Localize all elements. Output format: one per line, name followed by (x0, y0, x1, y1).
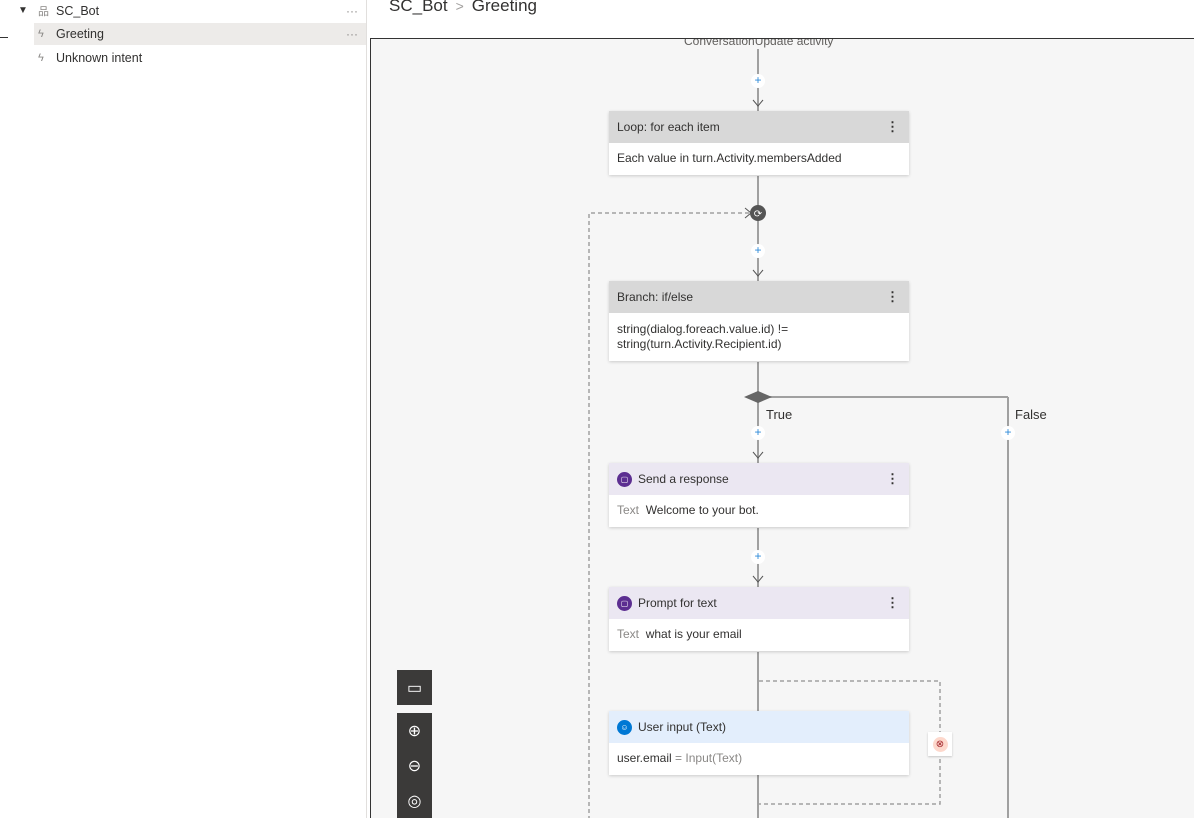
fit-to-screen-button[interactable]: ◎ (397, 783, 432, 818)
more-vertical-icon[interactable]: ⋮ (886, 119, 899, 134)
zoom-in-button[interactable]: ⊕ (397, 713, 432, 748)
node-body: Each value in turn.Activity.membersAdded (617, 151, 842, 165)
error-icon: ⊗ (932, 736, 948, 752)
tree-item-label: SC_Bot (56, 4, 100, 18)
more-icon[interactable]: ··· (346, 4, 358, 18)
node-title: Send a response (638, 472, 729, 486)
more-icon[interactable]: ··· (346, 27, 358, 41)
chevron-right-icon: > (455, 0, 464, 14)
node-title: Branch: if/else (617, 290, 694, 304)
true-branch-label: True (766, 407, 793, 422)
tree-item-greeting[interactable]: ϟ Greeting ··· (34, 23, 366, 45)
add-node-button[interactable]: + (751, 550, 765, 564)
chat-icon: ▢ (617, 471, 632, 487)
tree-item-label: Unknown intent (56, 51, 143, 65)
minimap-icon: ▭ (406, 679, 423, 697)
bot-tree-icon: 品 (38, 6, 49, 18)
node-title: Prompt for text (638, 596, 717, 610)
flow-links: ⟳ (588, 49, 1009, 818)
field-label: Text (617, 503, 640, 517)
field-value: what is your email (645, 627, 742, 641)
breadcrumb-item: Greeting (471, 0, 537, 15)
node-body: string(dialog.foreach.value.id) != strin… (617, 322, 789, 351)
flow-canvas[interactable]: ⟳ ConversationUpdate activity + + + + + … (370, 38, 1194, 818)
trigger-icon: ϟ (38, 28, 44, 40)
zoom-in-icon: ⊕ (407, 722, 422, 740)
zoom-out-button[interactable]: ⊖ (397, 748, 432, 783)
more-vertical-icon[interactable]: ⋮ (886, 471, 899, 486)
breadcrumb: SC_Bot > Greeting (389, 0, 537, 16)
add-node-button[interactable]: + (751, 244, 765, 258)
field-value: Welcome to your bot. (645, 503, 759, 517)
sidebar: ▼ 品 SC_Bot ··· ϟ Greeting ··· ϟ Unknown … (0, 0, 367, 818)
svg-text:⟳: ⟳ (754, 209, 763, 220)
false-branch-label: False (1015, 407, 1047, 422)
input-type: Input(Text) (685, 751, 743, 765)
collapse-caret-icon[interactable]: ▼ (18, 5, 28, 16)
field-label: Text (617, 627, 640, 641)
invalid-prompt-node[interactable]: ⊗ (928, 732, 952, 756)
tree-item-sc-bot[interactable]: 品 SC_Bot ··· (34, 0, 366, 22)
add-node-button[interactable]: + (751, 426, 765, 440)
user-input-node[interactable]: ☺ User input (Text) user.email = Input(Te… (609, 711, 909, 775)
loop-node[interactable]: Loop: for each item ⋮ Each value in turn.… (609, 111, 909, 175)
breadcrumb-item[interactable]: SC_Bot (389, 0, 448, 15)
node-title: Loop: for each item (617, 120, 720, 134)
branch-node[interactable]: Branch: if/else ⋮ string(dialog.foreach.v… (609, 281, 909, 361)
user-icon: ☺ (617, 719, 632, 735)
divider (0, 37, 8, 38)
operator: = (675, 751, 683, 765)
node-title: User input (Text) (638, 720, 727, 734)
trigger-icon: ϟ (38, 52, 44, 64)
chat-icon: ▢ (617, 595, 632, 611)
minimap-button[interactable]: ▭ (397, 670, 432, 705)
send-response-node[interactable]: ▢ Send a response ⋮ Text Welcome to your b… (609, 463, 909, 527)
add-node-button[interactable]: + (751, 74, 765, 88)
add-node-button[interactable]: + (1001, 426, 1015, 440)
trigger-label: ConversationUpdate activity (684, 38, 834, 48)
more-vertical-icon[interactable]: ⋮ (886, 595, 899, 610)
target-icon: ◎ (407, 792, 422, 810)
more-vertical-icon[interactable]: ⋮ (886, 289, 899, 304)
prompt-text-node[interactable]: ▢ Prompt for text ⋮ Text what is your emai… (609, 587, 909, 651)
zoom-out-icon: ⊖ (407, 757, 422, 775)
tree-item-unknown-intent[interactable]: ϟ Unknown intent (34, 47, 366, 69)
property: user.email (617, 751, 672, 765)
tree-item-label: Greeting (56, 27, 104, 41)
